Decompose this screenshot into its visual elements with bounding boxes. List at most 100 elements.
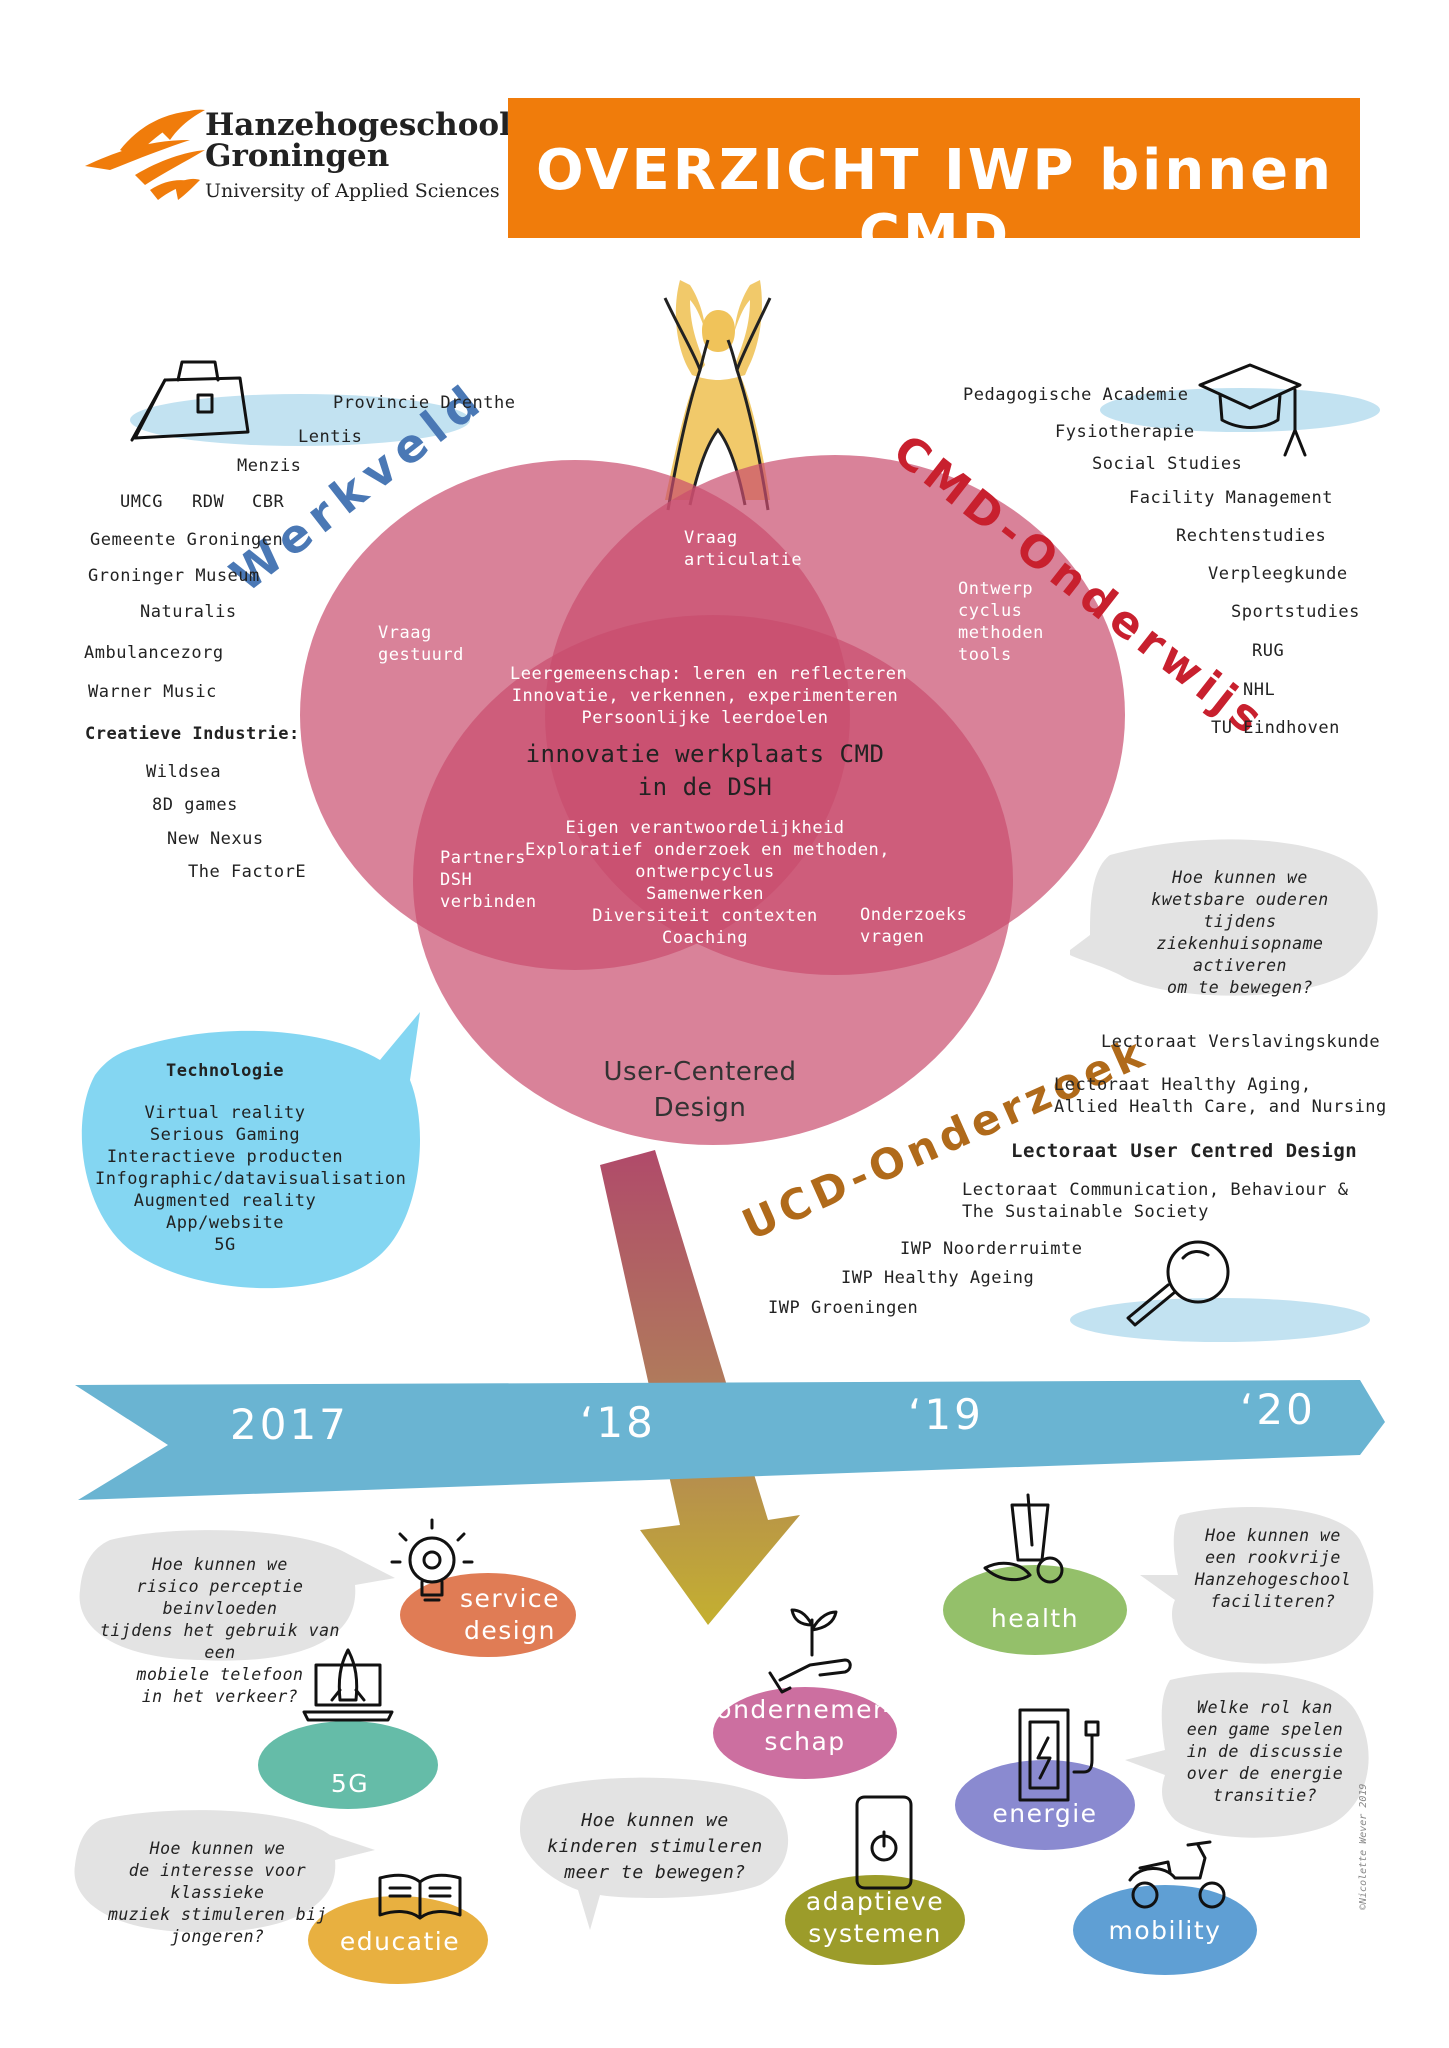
werkveld-item: RDW xyxy=(192,492,225,512)
onderzoek-item: IWP Groeningen xyxy=(768,1298,919,1318)
onderwijs-item: Social Studies xyxy=(1092,454,1243,474)
logo: Hanzehogeschool Groningen University of … xyxy=(205,107,511,203)
theme-health: health xyxy=(990,1604,1080,1633)
onderzoek-item: IWP Noorderruimte xyxy=(900,1239,1083,1259)
logo-subtitle: University of Applied Sciences xyxy=(205,180,500,202)
creatieve-item: 8D games xyxy=(152,795,238,815)
drink-vegetables-icon xyxy=(983,1493,1064,1584)
onderzoek-item: Allied Health Care, and Nursing xyxy=(1054,1097,1387,1117)
book-icon xyxy=(378,1873,462,1920)
onderwijs-item: TU Eindhoven xyxy=(1211,718,1340,738)
timeline-year: ‘19 xyxy=(908,1390,984,1439)
theme-5g: 5G xyxy=(330,1769,370,1798)
person-icon xyxy=(663,280,772,511)
magnifier-icon xyxy=(1126,1240,1230,1327)
technologie-item: Augmented reality xyxy=(133,1191,317,1211)
werkveld-item: Naturalis xyxy=(140,602,237,622)
lightbulb-gear-icon xyxy=(390,1518,474,1602)
werkveld-item: Provincie Drenthe xyxy=(333,393,516,413)
rocket-laptop-icon xyxy=(302,1648,394,1722)
bubble-muziek xyxy=(74,1810,376,1933)
speech-bubbles xyxy=(74,839,1378,1933)
g5-ellipse xyxy=(258,1721,438,1809)
onderzoek-item: Lectoraat Verslavingskunde xyxy=(1101,1032,1381,1052)
technologie-item: Interactieve producten xyxy=(106,1147,344,1167)
bubble-rookvrij xyxy=(1140,1507,1374,1664)
technologie-item: Infographic/datavisualisation xyxy=(95,1169,407,1189)
werkveld-item: CBR xyxy=(252,492,285,512)
technologie-heading: Technologie xyxy=(165,1061,285,1081)
onderwijs-item: RUG xyxy=(1252,641,1285,661)
technologie-box: Technologie Virtual reality Serious Gami… xyxy=(95,1060,407,1256)
theme-energie: energie xyxy=(992,1799,1098,1828)
technologie-blob xyxy=(81,1012,421,1289)
werkveld-item: Lentis xyxy=(298,427,363,447)
creatieve-industrie-heading: Creatieve Industrie: xyxy=(85,724,300,744)
werkveld-item: UMCG xyxy=(120,492,163,512)
theme-mobility: mobility xyxy=(1108,1916,1222,1945)
timeline-year: 2017 xyxy=(230,1400,349,1449)
creatieve-item: Wildsea xyxy=(146,762,222,782)
theme-educatie: educatie xyxy=(339,1927,461,1956)
bubble-risico xyxy=(79,1530,395,1661)
timeline-banner xyxy=(75,1380,1385,1500)
technologie-item: 5G xyxy=(214,1235,236,1255)
briefcase-icon xyxy=(130,360,250,442)
adaptieve-ellipse xyxy=(785,1875,965,1965)
battery-charge-icon xyxy=(1018,1708,1100,1802)
onderzoek-item: Lectoraat Communication, Behaviour & xyxy=(962,1180,1349,1200)
technologie-item: Virtual reality xyxy=(144,1103,306,1123)
onderwijs-item: Verpleegkunde xyxy=(1208,564,1348,584)
venn-diagram xyxy=(300,455,1125,1145)
onderwijs-item: Rechtenstudies xyxy=(1176,526,1327,546)
credit: ©Nicolette Wever 2019 xyxy=(1358,1783,1369,1910)
hand-plant-icon xyxy=(768,1608,852,1694)
venn-circle-onderzoek xyxy=(413,615,1013,1145)
logo-name-line1: Hanzehogeschool xyxy=(205,107,511,143)
graduation-cap-icon xyxy=(1198,363,1307,457)
technologie-item: App/website xyxy=(165,1213,285,1233)
werkveld-item: Menzis xyxy=(237,456,302,476)
theme-ellipses xyxy=(258,1565,1257,1984)
educatie-ellipse xyxy=(308,1896,488,1984)
title-banner xyxy=(508,98,1360,238)
onderzoek-item: IWP Healthy Ageing xyxy=(841,1268,1035,1288)
onderwijs-item: Sportstudies xyxy=(1231,602,1360,622)
creatieve-item: New Nexus xyxy=(167,829,264,849)
onderzoek-item: The Sustainable Society xyxy=(962,1202,1209,1222)
bubble-kinderen xyxy=(520,1777,789,1930)
energie-ellipse xyxy=(955,1760,1135,1850)
creatieve-item: The FactorE xyxy=(188,862,307,882)
theme-ondernemerschap: ondernemer-schap xyxy=(716,1695,894,1756)
onderzoek-item: Lectoraat User Centred Design xyxy=(1011,1140,1358,1162)
onderwijs-item: NHL xyxy=(1243,680,1276,700)
onderwijs-item: Facility Management xyxy=(1129,488,1333,508)
timeline-year: ‘18 xyxy=(580,1398,656,1447)
scooter-icon xyxy=(1128,1840,1226,1909)
health-ellipse xyxy=(943,1565,1127,1655)
onderwijs-item: Pedagogische Academie xyxy=(963,385,1189,405)
werkveld-item: Ambulancezorg xyxy=(84,643,224,663)
timeline-year: ‘20 xyxy=(1240,1385,1316,1434)
werkveld-item: Gemeente Groningen xyxy=(90,530,284,550)
werkveld-item: Warner Music xyxy=(88,682,217,702)
bubble-top-right xyxy=(1070,839,1378,996)
